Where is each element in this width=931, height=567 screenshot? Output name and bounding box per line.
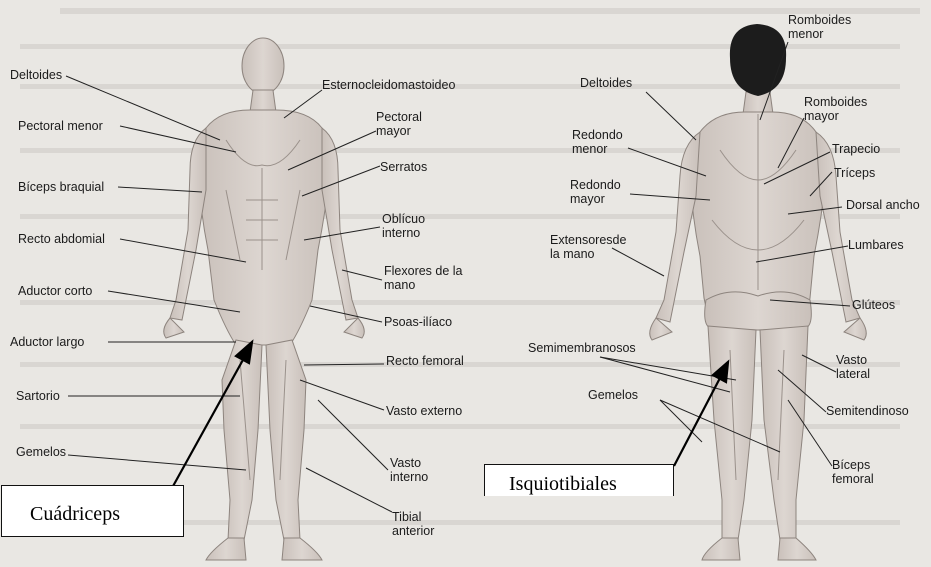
front-figure xyxy=(164,38,365,560)
label-pectoral-menor: Pectoral menor xyxy=(18,119,103,133)
label-gemelos-back: Gemelos xyxy=(588,388,638,402)
callout-isquiotibiales: Isquiotibiales xyxy=(484,464,674,496)
label-extensores-mano: Extensoresde la mano xyxy=(550,233,626,261)
label-redondo-mayor: Redondo mayor xyxy=(570,178,621,206)
label-sartorio: Sartorio xyxy=(16,389,60,403)
label-vasto-lateral: Vasto lateral xyxy=(836,353,870,381)
label-flexores-mano: Flexores de la mano xyxy=(384,264,463,292)
label-semimembranosos: Semimembranosos xyxy=(528,341,636,355)
label-romboides-mayor: Romboides mayor xyxy=(804,95,867,123)
label-serratos: Serratos xyxy=(380,160,427,174)
label-psoas-iliaco: Psoas-ilíaco xyxy=(384,315,452,329)
label-recto-abdomial: Recto abdomial xyxy=(18,232,105,246)
label-gluteos: Glúteos xyxy=(852,298,895,312)
label-biceps-femoral: Bíceps femoral xyxy=(832,458,874,486)
label-vasto-externo: Vasto externo xyxy=(386,404,462,418)
label-redondo-menor: Redondo menor xyxy=(572,128,623,156)
label-deltoides-back: Deltoides xyxy=(580,76,632,90)
label-trapecio: Trapecio xyxy=(832,142,880,156)
callout-cuadriceps: Cuádriceps xyxy=(1,485,184,537)
label-dorsal-ancho: Dorsal ancho xyxy=(846,198,920,212)
label-aductor-corto: Aductor corto xyxy=(18,284,92,298)
label-esternocleidomastoideo: Esternocleidomastoideo xyxy=(322,78,455,92)
label-triceps: Tríceps xyxy=(834,166,875,180)
label-vasto-interno: Vasto interno xyxy=(390,456,428,484)
label-pectoral-mayor: Pectoral mayor xyxy=(376,110,422,138)
label-lumbares: Lumbares xyxy=(848,238,904,252)
label-gemelos-front: Gemelos xyxy=(16,445,66,459)
label-romboides-menor: Romboides menor xyxy=(788,13,851,41)
label-tibial-anterior: Tibial anterior xyxy=(392,510,434,538)
label-oblicuo-interno: Oblícuo interno xyxy=(382,212,425,240)
label-aductor-largo: Aductor largo xyxy=(10,335,84,349)
label-semitendinoso: Semitendinoso xyxy=(826,404,909,418)
label-biceps-braquial: Bíceps braquial xyxy=(18,180,104,194)
label-deltoides-front: Deltoides xyxy=(10,68,62,82)
label-recto-femoral: Recto femoral xyxy=(386,354,464,368)
